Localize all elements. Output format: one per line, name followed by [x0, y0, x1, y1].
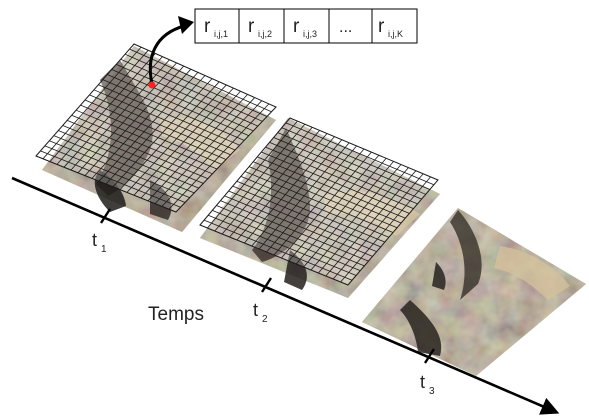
tick-t3 [423, 348, 436, 364]
grid-overlay-t2 [199, 117, 439, 286]
selected-pixel-marker [148, 81, 156, 89]
vector-cell-3: r i,j,3 [293, 16, 317, 39]
tick-t1 [99, 208, 112, 224]
grid-line [154, 97, 255, 204]
pixel-to-vector-arrow [148, 24, 185, 85]
svg-text:r: r [248, 16, 255, 37]
grid-line [56, 53, 156, 165]
grid-overlay-t1 [35, 43, 277, 213]
grid-line [221, 127, 313, 235]
grid-line [340, 176, 431, 283]
grid-line [229, 130, 320, 238]
grid-line [251, 139, 343, 247]
svg-text:r: r [204, 16, 211, 37]
grid-line [303, 161, 394, 268]
time-label-t1: t 1 [92, 230, 107, 255]
grid-line [42, 46, 142, 160]
vector-cell-2: r i,j,2 [248, 16, 272, 39]
svg-text:t: t [92, 230, 97, 250]
grid-line [310, 164, 402, 271]
feature-vector: r i,j,1 r i,j,2 r i,j,3 ... r i,j,K [194, 8, 418, 44]
grid-line [91, 68, 192, 179]
grid-line [161, 100, 263, 207]
vector-cell-1: r i,j,1 [204, 16, 228, 39]
grid-line [281, 151, 372, 259]
grid-line [105, 75, 206, 185]
grid-border [35, 43, 277, 213]
grid-line [332, 173, 424, 280]
grid-line [288, 154, 380, 262]
grid-line [49, 50, 149, 162]
grid-line [140, 90, 241, 199]
svg-text:i,j,1: i,j,1 [214, 29, 228, 39]
grid-line [266, 145, 357, 253]
svg-text:r: r [378, 16, 385, 37]
svg-text:t: t [253, 300, 258, 320]
grid-line [126, 84, 227, 193]
grid-line [295, 158, 387, 265]
svg-text:i,j,3: i,j,3 [303, 29, 317, 39]
time-label-t3: t 3 [420, 372, 435, 397]
grid-line [258, 142, 350, 250]
svg-text:t: t [420, 372, 425, 392]
grid-line [77, 62, 177, 174]
pixel-to-vector-arrowhead [178, 16, 194, 34]
grid-line [84, 65, 184, 176]
svg-text:i,j,K: i,j,K [388, 29, 403, 39]
grid-line [133, 87, 234, 196]
grid-line [214, 123, 306, 232]
grid-line [98, 72, 199, 182]
grid-line [70, 59, 170, 171]
tick-t2 [260, 277, 273, 293]
grid-line [119, 81, 220, 190]
svg-text:i,j,2: i,j,2 [258, 29, 272, 39]
grid-line [318, 167, 409, 274]
grid-line [325, 170, 417, 277]
grid-line [244, 136, 335, 244]
vector-cell-ellipsis: ... [339, 19, 352, 36]
grid-line [168, 103, 270, 210]
grid-line [147, 94, 248, 202]
grid-line [273, 148, 365, 256]
satellite-image-t3 [362, 208, 586, 376]
time-axis-line [11, 176, 560, 415]
svg-text:r: r [293, 16, 300, 37]
axis-label-temps: Temps [148, 304, 204, 325]
vector-cell-k: r i,j,K [378, 16, 403, 39]
satellite-image-t2 [200, 118, 440, 298]
grid-line [207, 120, 298, 229]
svg-text:...: ... [339, 19, 352, 36]
grid-line [112, 78, 213, 188]
svg-text:1: 1 [101, 244, 107, 255]
svg-text:3: 3 [429, 386, 435, 397]
svg-text:2: 2 [262, 314, 268, 325]
grid-line [236, 133, 328, 241]
grid-line [63, 56, 163, 168]
time-label-t2: t 2 [253, 300, 268, 325]
